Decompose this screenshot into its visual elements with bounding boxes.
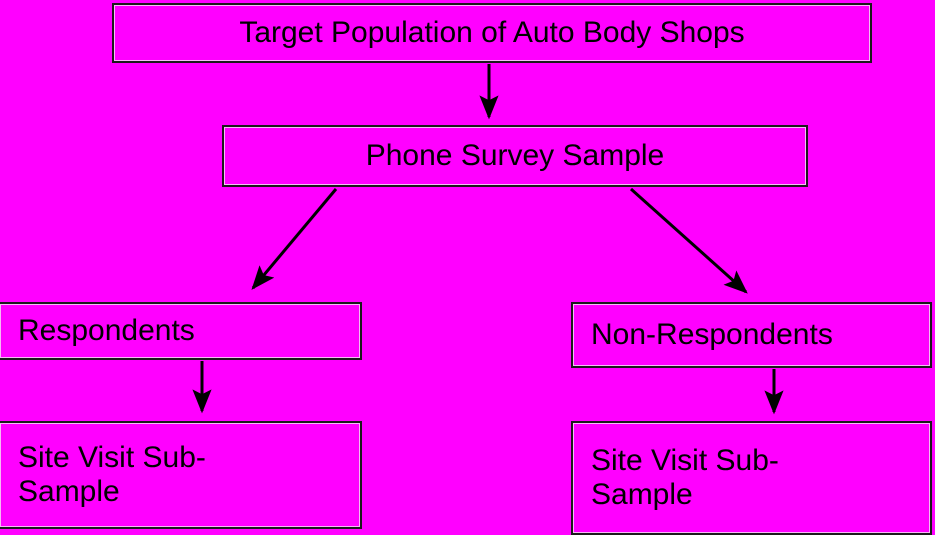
edge-phone-to-nonrespondents: [629, 187, 748, 294]
node-site-visit-sub-sample-non-respondents-label: Site Visit Sub- Sample: [591, 444, 779, 511]
node-target-population-label: Target Population of Auto Body Shops: [239, 16, 745, 50]
node-site-visit-sub-sample-respondents-label: Site Visit Sub- Sample: [18, 441, 206, 508]
node-phone-survey-sample-label: Phone Survey Sample: [365, 139, 665, 173]
node-phone-survey-sample: Phone Survey Sample: [222, 125, 808, 187]
node-target-population: Target Population of Auto Body Shops: [112, 3, 872, 63]
node-site-visit-sub-sample-non-respondents: Site Visit Sub- Sample: [571, 421, 932, 535]
node-respondents: Respondents: [0, 302, 362, 360]
node-respondents-label: Respondents: [18, 314, 195, 348]
edge-phone-to-respondents: [251, 188, 338, 290]
node-non-respondents-label: Non-Respondents: [591, 318, 833, 352]
node-non-respondents: Non-Respondents: [571, 302, 932, 368]
node-site-visit-sub-sample-respondents: Site Visit Sub- Sample: [0, 421, 362, 529]
